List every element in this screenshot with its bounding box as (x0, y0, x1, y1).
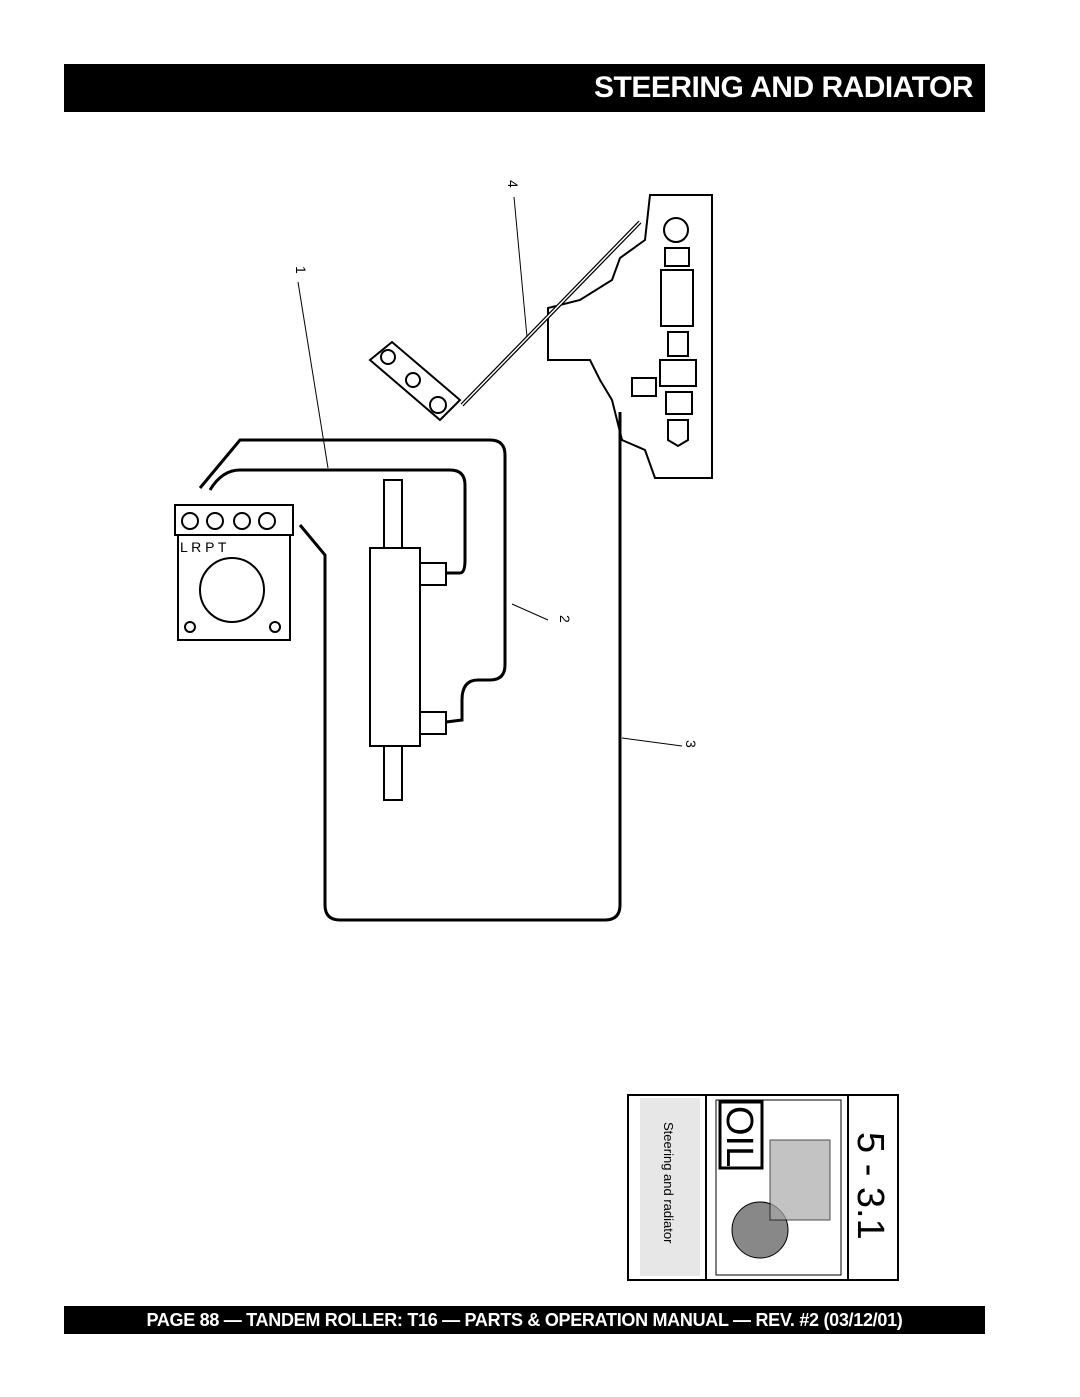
hose-3 (298, 412, 622, 922)
thumbnail-section-number: 5 - 3.1 (849, 1132, 891, 1240)
footer-text: PAGE 88 — TANDEM ROLLER: T16 — PARTS & O… (146, 1310, 903, 1330)
thumbnail-oil-label: OIL (718, 1106, 760, 1167)
page-title: STEERING AND RADIATOR (594, 71, 973, 104)
section-thumbnail: Steering and radiator OIL 5 - 3.1 (627, 1094, 899, 1281)
header-bar: STEERING AND RADIATOR (64, 64, 985, 112)
thumbnail-caption: Steering and radiator (661, 1122, 676, 1244)
footer-bar: PAGE 88 — TANDEM ROLLER: T16 — PARTS & O… (64, 1306, 985, 1334)
hose-1 (208, 468, 467, 575)
valve-assembly (547, 194, 713, 479)
steering-unit (174, 504, 294, 641)
callout-3: 3 (683, 740, 699, 748)
steering-cylinder (369, 479, 447, 801)
callout-1: 1 (293, 266, 309, 274)
port-labels: L R P T (180, 539, 227, 555)
mounting-bracket (368, 340, 462, 422)
callout-2: 2 (557, 615, 573, 623)
callout-4: 4 (505, 180, 521, 188)
hose-2 (198, 438, 507, 724)
